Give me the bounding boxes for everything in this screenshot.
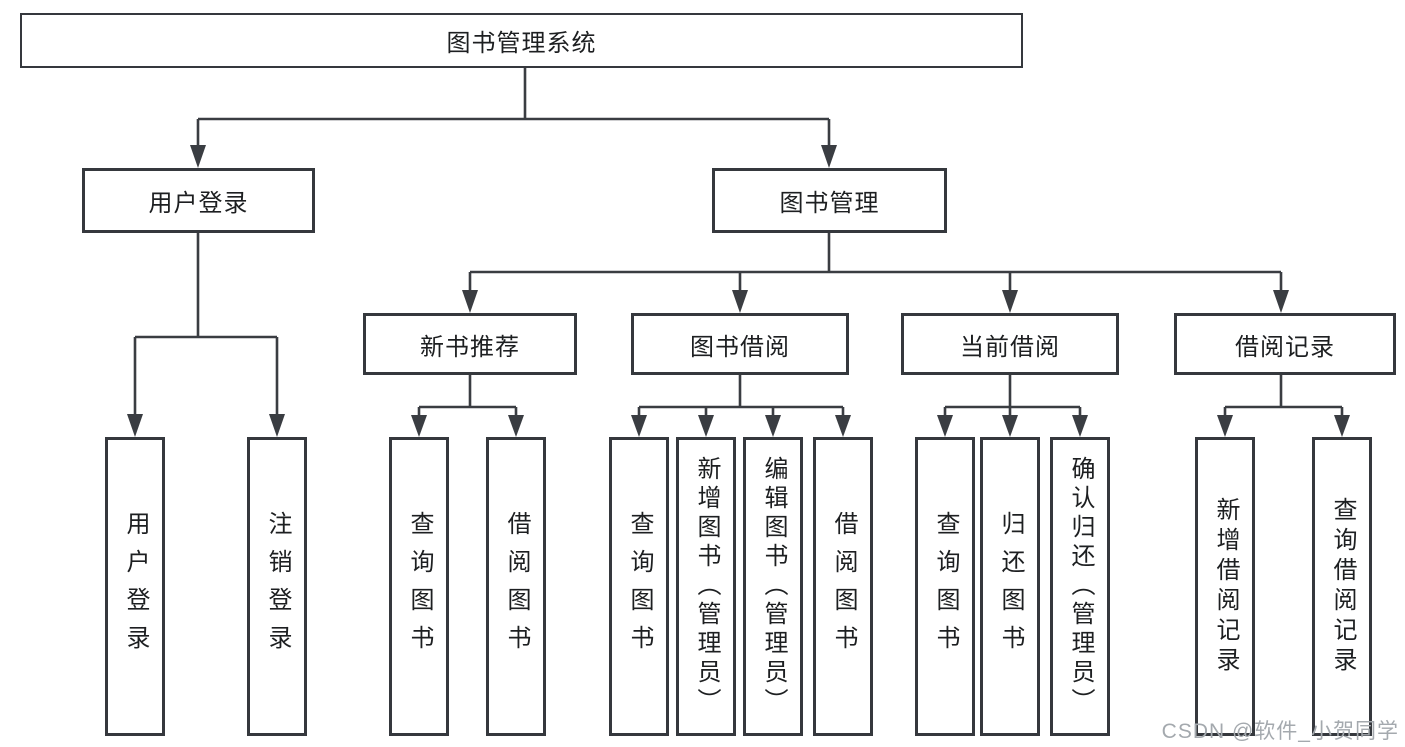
leaf-query-books-recommend: 查询图书: [389, 437, 449, 736]
node-new-book-recommend-label: 新书推荐: [420, 333, 520, 361]
csdn-watermark: CSDN @软件_小贺同学: [1161, 720, 1399, 743]
leaf-add-borrow-record: 新增借阅记录: [1195, 437, 1255, 736]
node-borrowing-records-label: 借阅记录: [1235, 333, 1335, 361]
leaf-user-login: 用户登录: [105, 437, 165, 736]
leaf-add-books-admin: 新增图书（管理员）: [676, 437, 736, 736]
leaf-logout: 注销登录: [247, 437, 307, 736]
leaf-query-books-borrowing: 查询图书: [609, 437, 669, 736]
node-user-login: 用户登录: [82, 168, 315, 233]
leaf-return-books: 归还图书: [980, 437, 1040, 736]
node-book-system-label: 图书管理系统: [446, 30, 597, 57]
leaf-borrow-books-recommend: 借阅图书: [486, 437, 546, 736]
node-current-borrowing-label: 当前借阅: [960, 333, 1060, 361]
leaf-logout-label: 注销登录: [264, 510, 291, 663]
leaf-query-books-recommend-label: 查询图书: [406, 510, 433, 663]
node-book-borrowing-label: 图书借阅: [690, 333, 790, 361]
leaf-user-login-label: 用户登录: [122, 510, 149, 663]
leaf-confirm-return-admin-label: 确认归还（管理员）: [1067, 456, 1094, 717]
leaf-add-borrow-record-label: 新增借阅记录: [1212, 496, 1239, 677]
leaf-borrow-books-recommend-label: 借阅图书: [503, 510, 530, 663]
node-borrowing-records: 借阅记录: [1174, 313, 1396, 375]
leaf-query-books-current-label: 查询图书: [932, 510, 959, 663]
node-book-management-label: 图书管理: [779, 190, 880, 217]
node-book-system: 图书管理系统: [20, 13, 1023, 68]
node-new-book-recommend: 新书推荐: [363, 313, 577, 375]
leaf-return-books-label: 归还图书: [997, 510, 1024, 663]
leaf-confirm-return-admin: 确认归还（管理员）: [1050, 437, 1110, 736]
arrowheads: [127, 145, 1350, 437]
leaf-borrow-books-borrowing-label: 借阅图书: [830, 510, 857, 663]
leaf-edit-books-admin-label: 编辑图书（管理员）: [760, 456, 787, 717]
leaf-query-borrow-record: 查询借阅记录: [1312, 437, 1372, 736]
leaf-borrow-books-borrowing: 借阅图书: [813, 437, 873, 736]
leaf-query-borrow-record-label: 查询借阅记录: [1329, 496, 1356, 677]
leaf-add-books-admin-label: 新增图书（管理员）: [693, 456, 720, 717]
leaf-query-books-current: 查询图书: [915, 437, 975, 736]
node-current-borrowing: 当前借阅: [901, 313, 1119, 375]
node-book-borrowing: 图书借阅: [631, 313, 849, 375]
leaf-edit-books-admin: 编辑图书（管理员）: [743, 437, 803, 736]
leaf-query-books-borrowing-label: 查询图书: [626, 510, 653, 663]
connector-strokes: [133, 68, 1344, 416]
node-book-management: 图书管理: [712, 168, 947, 233]
node-user-login-label: 用户登录: [148, 190, 249, 217]
